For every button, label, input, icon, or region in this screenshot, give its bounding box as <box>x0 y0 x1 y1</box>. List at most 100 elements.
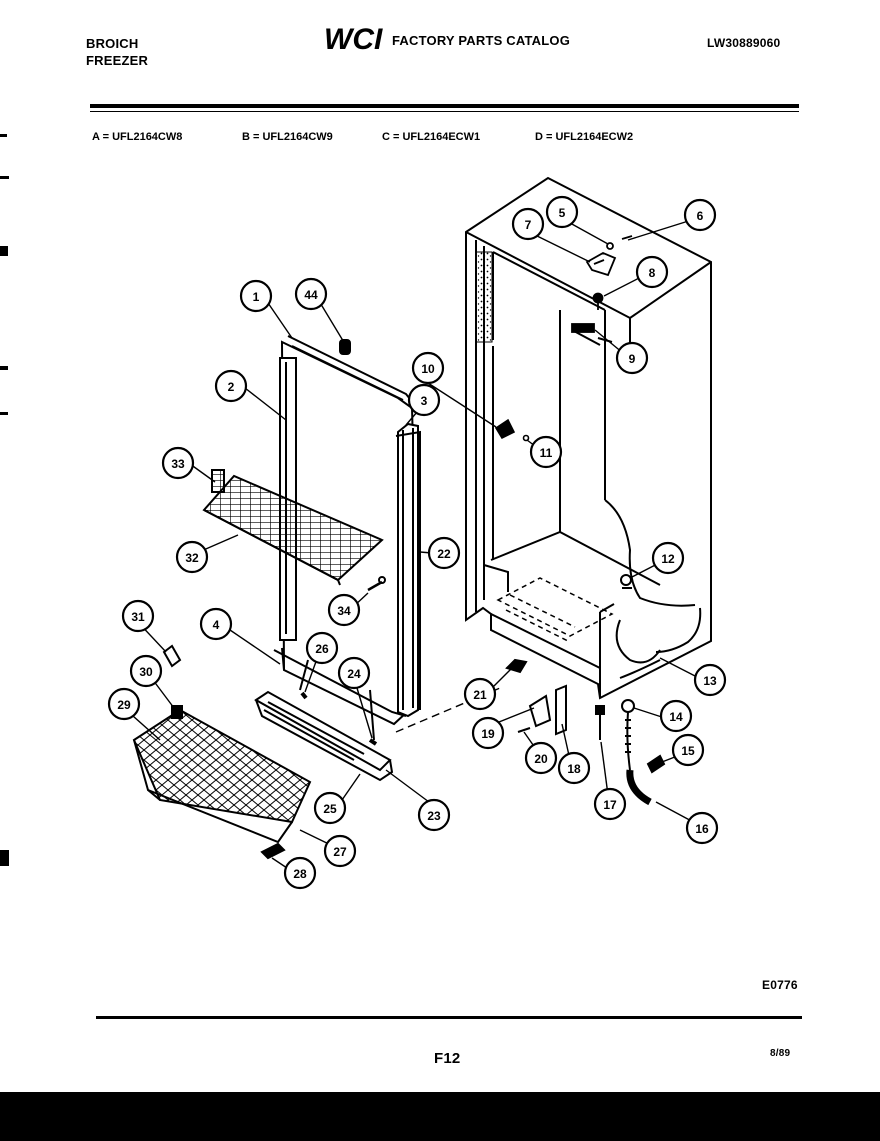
callout-number: 13 <box>703 674 717 688</box>
callout-number: 23 <box>427 809 441 823</box>
callout-number: 8 <box>649 266 656 280</box>
callout-number: 20 <box>534 752 548 766</box>
callout-circle <box>107 687 141 721</box>
callout-20: 20 <box>524 741 558 775</box>
callout-circle <box>214 369 248 403</box>
variant-d: D = UFL2164ECW2 <box>535 131 634 143</box>
callout-circle <box>327 593 361 627</box>
callout-number: 18 <box>567 762 581 776</box>
callout-circle <box>671 733 705 767</box>
callout-number: 32 <box>185 551 199 565</box>
callout-number: 2 <box>228 380 235 394</box>
top-hardware <box>571 235 633 333</box>
callout-number: 31 <box>131 610 145 624</box>
callout-circle <box>635 255 669 289</box>
callout-circle <box>294 277 328 311</box>
callout-number: 16 <box>695 822 709 836</box>
callout-11: 11 <box>529 435 563 469</box>
callout-circle <box>323 834 357 868</box>
callout-number: 25 <box>323 802 337 816</box>
callout-number: 26 <box>315 642 329 656</box>
variant-c: C = UFL2164ECW1 <box>382 131 481 143</box>
wci-logo: WCI <box>324 23 383 54</box>
callout-circle <box>283 856 317 890</box>
brand-name: BROICH <box>86 36 139 51</box>
callout-24: 24 <box>337 656 371 690</box>
callout-circle <box>511 207 545 241</box>
callout-18: 18 <box>557 751 591 785</box>
callout-15: 15 <box>671 733 705 767</box>
callout-number: 7 <box>525 218 532 232</box>
callout-number: 15 <box>681 744 695 758</box>
product-type: FREEZER <box>86 53 149 68</box>
callout-circle <box>659 699 693 733</box>
parts-catalog-page: BROICH FREEZER WCI FACTORY PARTS CATALOG… <box>0 0 880 1092</box>
callout-number: 14 <box>669 710 683 724</box>
callout-number: 4 <box>213 618 220 632</box>
callout-number: 34 <box>337 604 351 618</box>
bottom-hardware <box>505 658 666 806</box>
callout-circle <box>121 599 155 633</box>
callout-circle <box>463 677 497 711</box>
callout-circle <box>199 607 233 641</box>
callout-21: 21 <box>463 677 497 711</box>
callout-13: 13 <box>693 663 727 697</box>
callout-circle <box>529 435 563 469</box>
callout-4: 4 <box>199 607 233 641</box>
callout-25: 25 <box>313 791 347 825</box>
scan-margin-mark <box>0 134 7 137</box>
callout-circle <box>557 751 591 785</box>
callout-14: 14 <box>659 699 693 733</box>
scan-margin-mark <box>0 850 9 866</box>
callout-circle <box>524 741 558 775</box>
callout-22: 22 <box>427 536 461 570</box>
callout-number: 44 <box>304 288 318 302</box>
callout-28: 28 <box>283 856 317 890</box>
callout-5: 5 <box>545 195 579 229</box>
callout-27: 27 <box>323 834 357 868</box>
page-number: F12 <box>434 1050 461 1067</box>
callout-6: 6 <box>683 198 717 232</box>
callout-number: 21 <box>473 688 487 702</box>
callout-circle <box>161 446 195 480</box>
exploded-parts-diagram: 1234567891011121314151617181920212223242… <box>107 176 727 890</box>
variant-a: A = UFL2164CW8 <box>92 131 183 143</box>
callout-3: 3 <box>407 383 441 417</box>
callout-number: 19 <box>481 727 495 741</box>
door-shelf <box>202 469 384 586</box>
callout-26: 26 <box>305 631 339 665</box>
page-date: 8/89 <box>770 1048 791 1059</box>
scan-margin-mark <box>0 412 8 415</box>
callout-number: 28 <box>293 867 307 881</box>
callout-33: 33 <box>161 446 195 480</box>
callout-31: 31 <box>121 599 155 633</box>
callout-number: 1 <box>253 290 260 304</box>
callout-30: 30 <box>129 654 163 688</box>
callout-44: 44 <box>294 277 328 311</box>
catalog-title: FACTORY PARTS CATALOG <box>392 33 571 48</box>
callout-number: 30 <box>139 665 153 679</box>
diagram-code: E0776 <box>762 978 798 992</box>
header-rule-thick <box>90 104 799 108</box>
callout-number: 33 <box>171 457 185 471</box>
callout-23: 23 <box>417 798 451 832</box>
callout-number: 29 <box>117 698 131 712</box>
footer-rule <box>96 1016 802 1019</box>
callout-29: 29 <box>107 687 141 721</box>
scan-margin-mark <box>0 176 9 179</box>
basket <box>132 644 312 860</box>
brand-block: BROICH FREEZER <box>86 35 148 69</box>
callout-circle <box>129 654 163 688</box>
callout-number: 9 <box>629 352 636 366</box>
callout-9: 9 <box>615 341 649 375</box>
callout-number: 22 <box>437 547 451 561</box>
callout-circle <box>651 541 685 575</box>
callout-8: 8 <box>635 255 669 289</box>
callout-number: 10 <box>421 362 435 376</box>
callout-16: 16 <box>685 811 719 845</box>
callout-circle <box>685 811 719 845</box>
callout-number: 3 <box>421 394 428 408</box>
callout-circle <box>693 663 727 697</box>
callout-2: 2 <box>214 369 248 403</box>
